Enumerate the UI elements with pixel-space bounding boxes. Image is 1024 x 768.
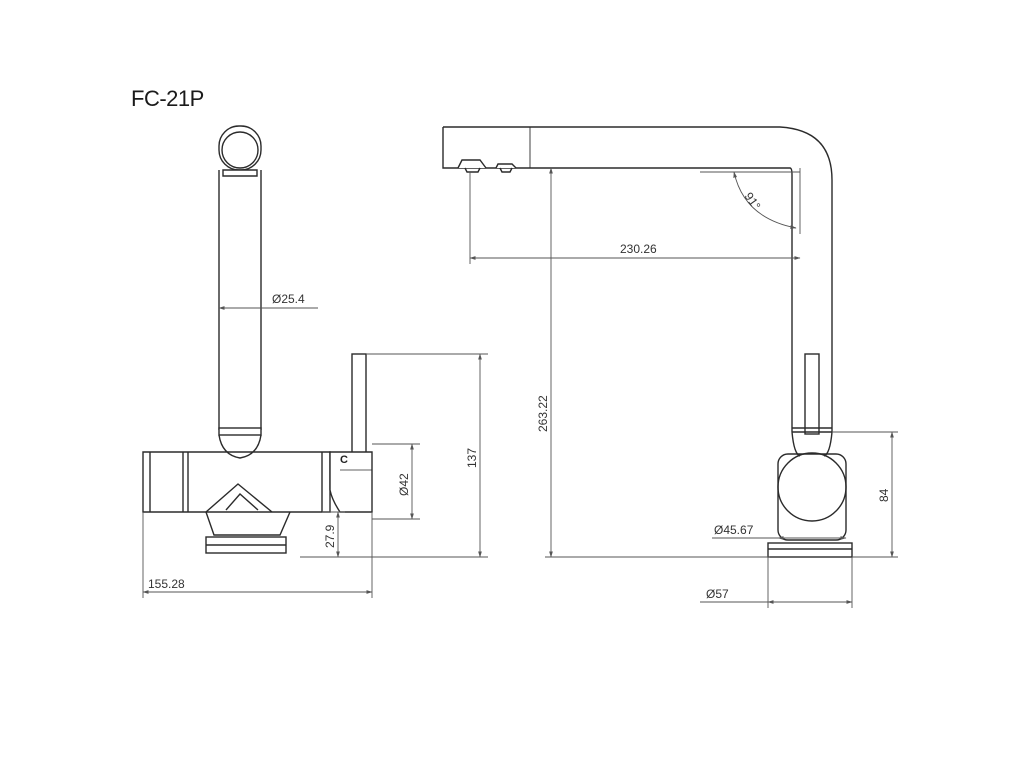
front-spout-tube (218, 170, 262, 436)
base-diameter-label: Ø57 (706, 587, 729, 601)
front-spout-cap (218, 125, 262, 177)
spout-angle-arc (733, 171, 797, 229)
handle-label: C (340, 454, 348, 466)
overall-height-label: 263.22 (536, 395, 550, 432)
side-body (777, 427, 847, 541)
overall-width-label: 155.28 (148, 577, 185, 591)
base-height-label: 27.9 (323, 524, 337, 548)
front-dimensions (142, 306, 488, 598)
front-base (205, 536, 287, 554)
spout-angle-label: 91° (742, 190, 764, 213)
front-body (142, 434, 331, 536)
spout-diameter-label: Ø25.4 (272, 292, 305, 306)
side-handle (804, 353, 820, 435)
side-spout (442, 126, 833, 432)
side-base (767, 542, 853, 558)
side-body-diameter-label: Ø45.67 (714, 523, 754, 537)
spout-reach-label: 230.26 (620, 242, 657, 256)
front-view (142, 125, 373, 554)
handle-height-label: 137 (465, 448, 479, 468)
front-handle (329, 353, 373, 513)
model-title: FC-21P (131, 86, 204, 111)
side-dimensions (469, 167, 898, 608)
side-view (442, 126, 853, 558)
body-height-label: 84 (877, 488, 891, 502)
body-diameter-label: Ø42 (397, 473, 411, 496)
